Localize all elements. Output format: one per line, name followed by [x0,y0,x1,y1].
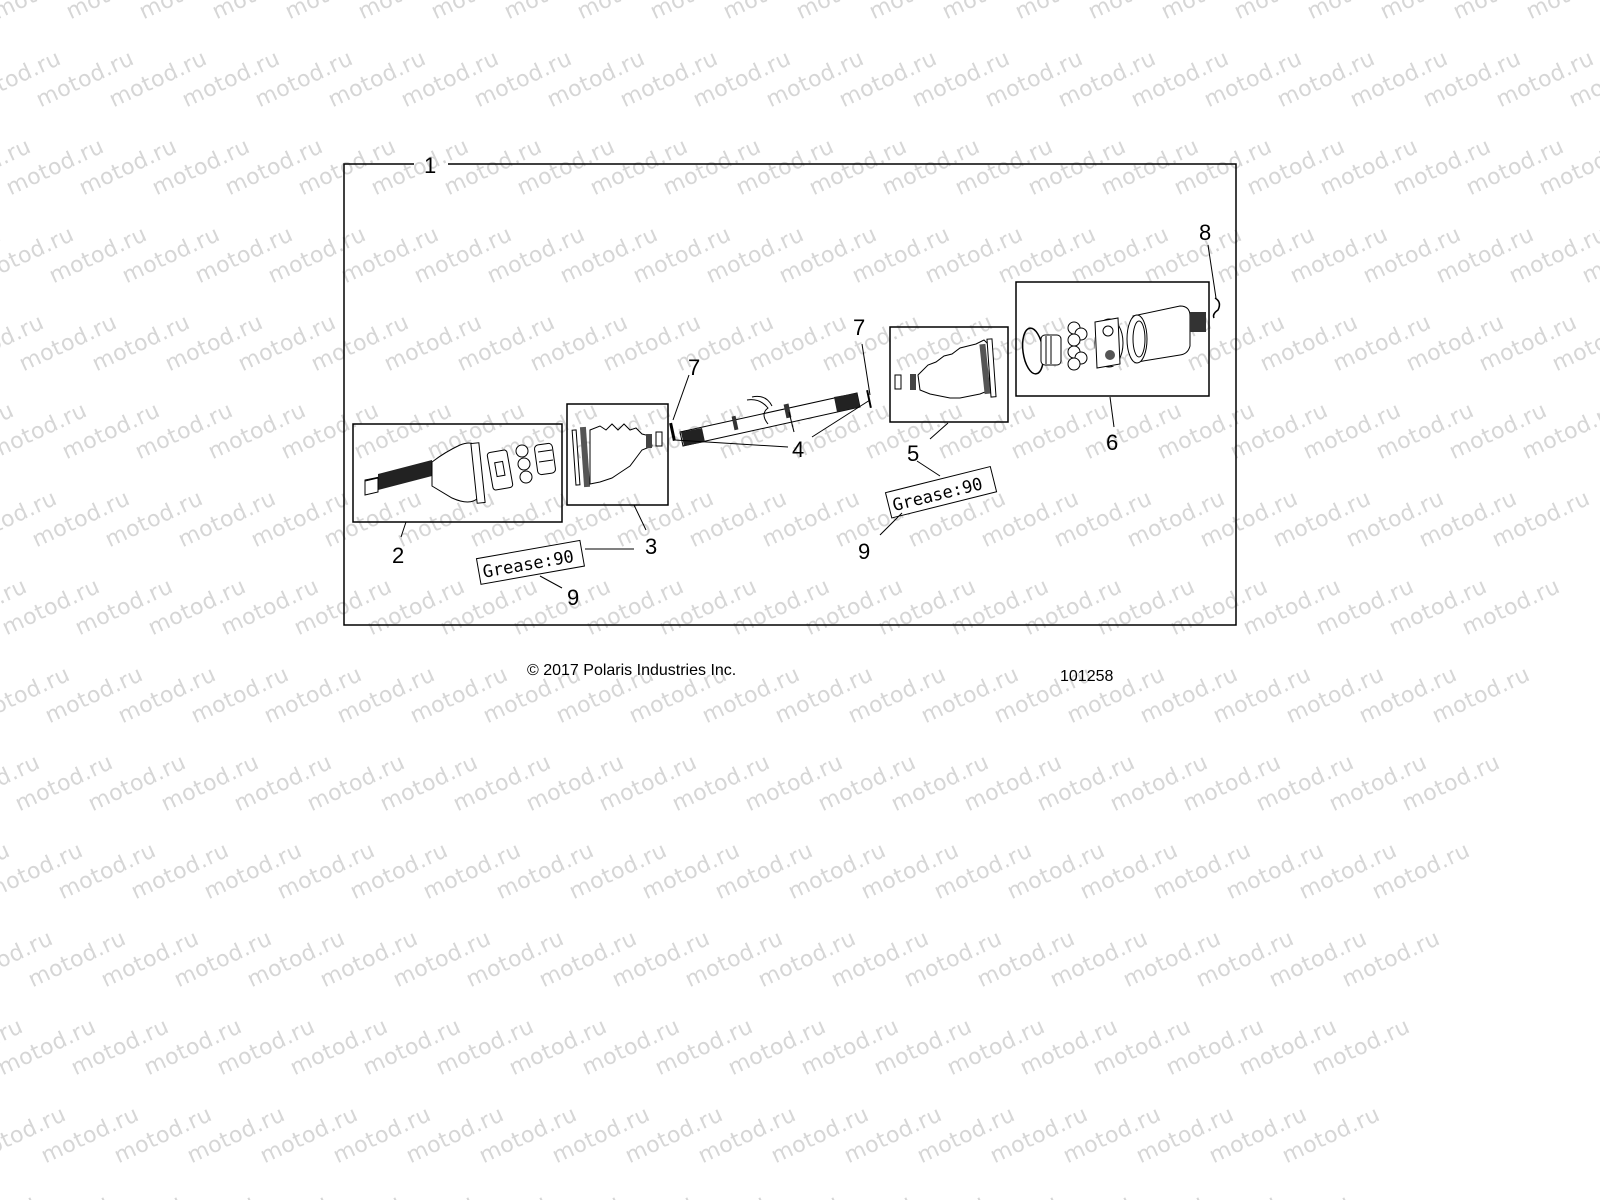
leader-7a [672,374,690,421]
callout-4: 4 [792,437,804,462]
leader-9a [539,575,563,589]
leader-5b [916,460,941,477]
assembly-frame [343,163,1237,626]
leader-9b [879,512,903,536]
callout-6: 6 [1106,430,1118,455]
callout-7b: 7 [853,315,865,340]
grease-label-right: Grease:90 [884,465,998,519]
inner-boot-kit [889,326,1009,423]
callout-3: 3 [645,534,657,559]
callout-5: 5 [907,441,919,466]
leader-3 [633,504,647,531]
circlip-8 [1212,297,1221,319]
leader-4c [811,399,871,438]
leader-2 [400,521,407,538]
figure-number: 101258 [1060,668,1114,685]
callout-1: 1 [424,153,436,178]
callout-9b: 9 [858,539,870,564]
callout-7a: 7 [688,355,700,380]
callout-9a: 9 [567,585,579,610]
leader-4b [788,411,795,433]
grease-label-left: Grease:90 [475,539,585,585]
leader-8 [1207,244,1217,299]
leader-6 [1109,396,1115,428]
copyright-notice: © 2017 Polaris Industries Inc. [527,662,737,679]
leader-4a [674,439,789,448]
inner-cv-joint-kit [1015,281,1210,397]
leader-7b [861,343,871,396]
callout-8: 8 [1199,220,1211,245]
outer-cv-joint-kit [352,423,563,523]
leader-5 [929,422,949,440]
outer-boot-kit [566,403,669,506]
callout-2: 2 [392,543,404,568]
